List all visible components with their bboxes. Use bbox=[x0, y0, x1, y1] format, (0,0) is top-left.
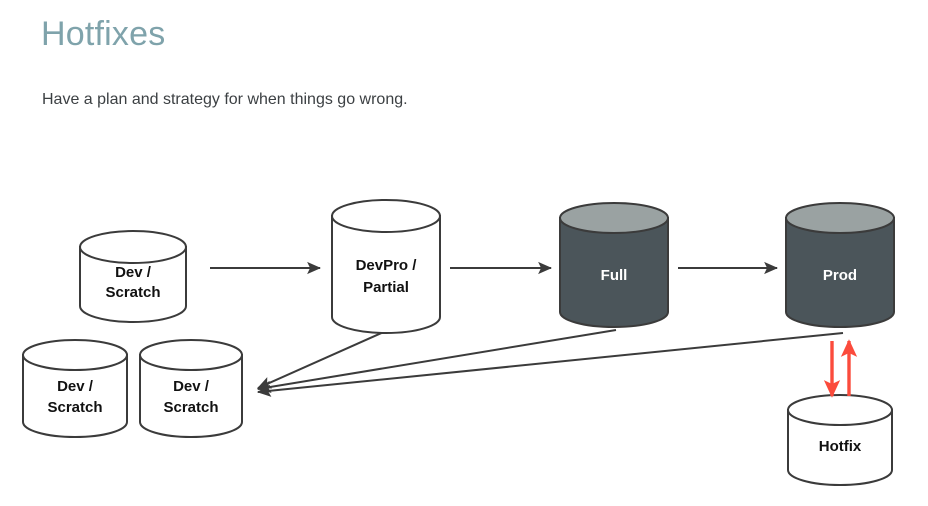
node-label-line1: Dev / bbox=[173, 378, 210, 395]
node-full[interactable]: Full bbox=[559, 202, 669, 328]
cylinder-top bbox=[139, 339, 243, 371]
cylinder-top bbox=[787, 394, 893, 426]
edge-group-hotfix bbox=[823, 339, 858, 398]
edge-devpro-to-dev-scratch-right bbox=[256, 330, 387, 389]
edge-full-to-dev-scratch-right bbox=[256, 329, 617, 393]
node-label-line2: Scratch bbox=[47, 399, 102, 416]
cylinder-body bbox=[785, 217, 895, 328]
cylinder-body bbox=[559, 217, 669, 328]
node-hotfix[interactable]: Hotfix bbox=[787, 394, 893, 486]
cylinder-body bbox=[22, 354, 128, 438]
cylinder-top bbox=[785, 202, 895, 234]
cylinder-top bbox=[22, 339, 128, 371]
node-label-line2: Scratch bbox=[163, 399, 218, 416]
node-dev-scratch-top[interactable]: Dev / Scratch bbox=[79, 230, 187, 323]
node-dev-scratch-left[interactable]: Dev / Scratch bbox=[22, 339, 128, 438]
cylinder-body bbox=[331, 215, 441, 334]
node-prod[interactable]: Prod bbox=[785, 202, 895, 328]
cylinder-top bbox=[79, 230, 187, 264]
node-label-line2: Scratch bbox=[105, 284, 160, 301]
node-label-line1: Full bbox=[601, 267, 628, 284]
page-title: Hotfixes bbox=[41, 15, 166, 53]
cylinder-top bbox=[559, 202, 669, 234]
cylinder-top bbox=[331, 199, 441, 233]
node-label-line1: DevPro / bbox=[356, 257, 418, 274]
node-label-line1: Dev / bbox=[115, 264, 152, 281]
edge-group-feedback bbox=[256, 329, 844, 397]
node-dev-scratch-right[interactable]: Dev / Scratch bbox=[139, 339, 243, 438]
cylinder-body bbox=[139, 354, 243, 438]
cylinder-body bbox=[787, 409, 893, 486]
cylinder-body bbox=[79, 246, 187, 323]
node-label-line1: Prod bbox=[823, 267, 857, 284]
edge-prod-to-dev-scratch-right bbox=[256, 332, 844, 397]
page-subtitle: Have a plan and strategy for when things… bbox=[42, 91, 408, 108]
node-devpro-partial[interactable]: DevPro / Partial bbox=[331, 199, 441, 334]
node-label-line1: Hotfix bbox=[819, 438, 862, 455]
node-label-line2: Partial bbox=[363, 279, 409, 296]
node-label-line1: Dev / bbox=[57, 378, 94, 395]
